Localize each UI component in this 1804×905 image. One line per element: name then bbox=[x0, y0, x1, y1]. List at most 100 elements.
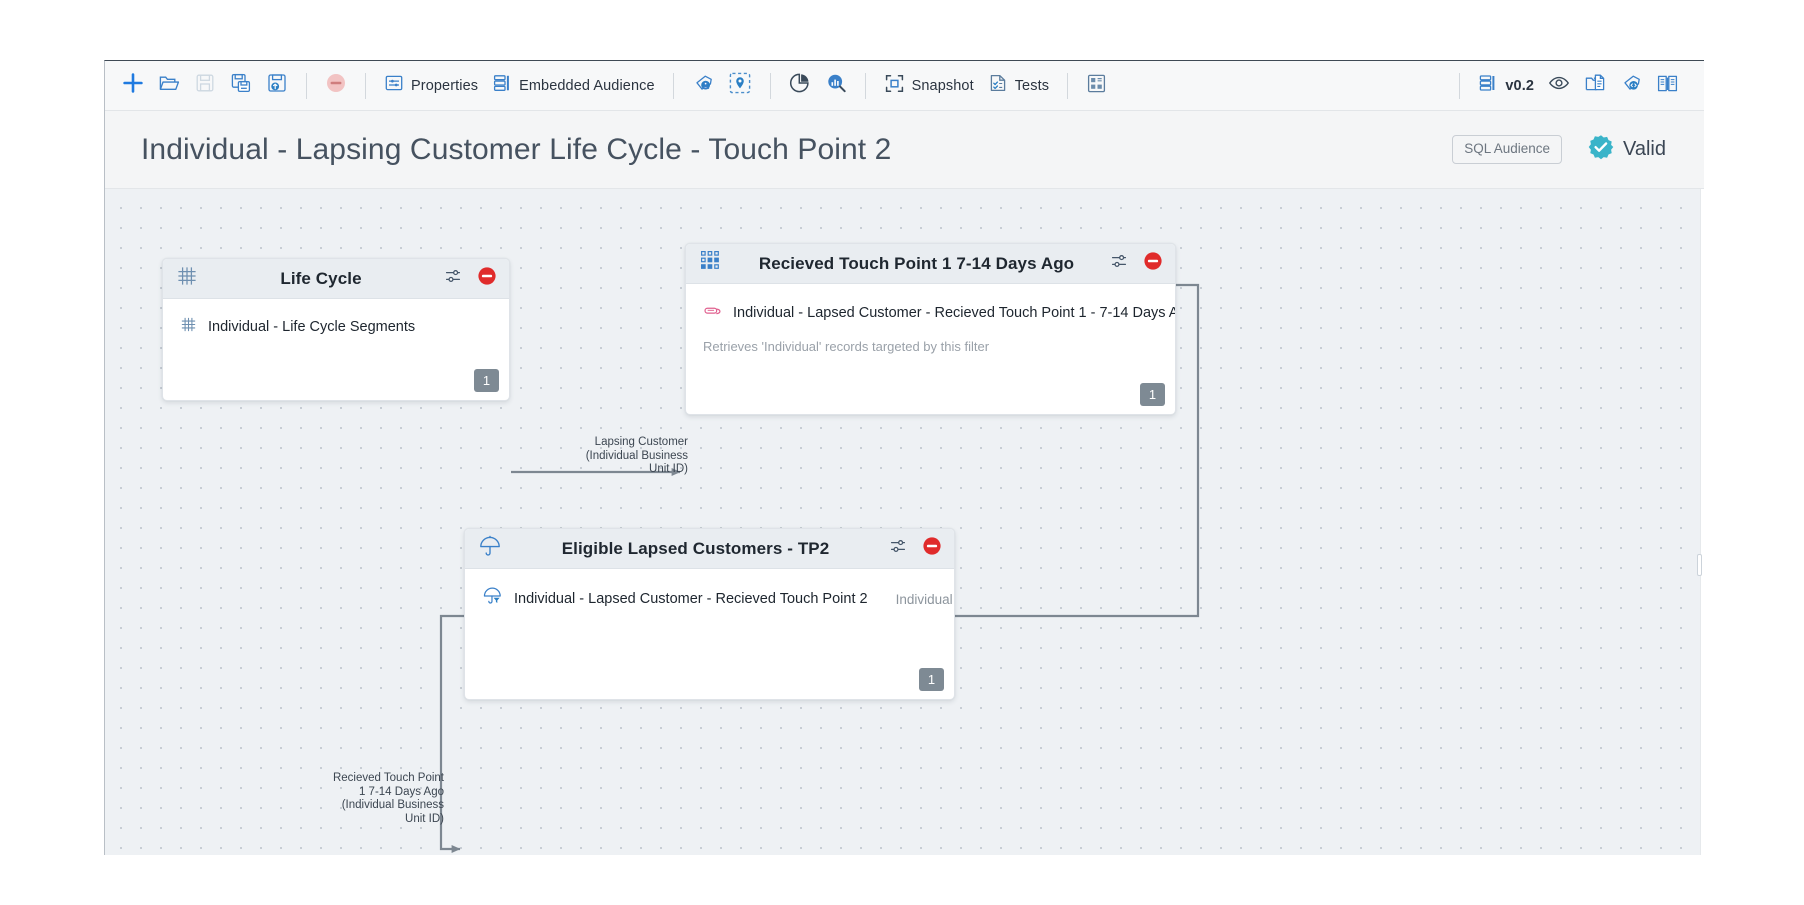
node-count-badge[interactable]: 1 bbox=[474, 369, 499, 392]
snapshot-label: Snapshot bbox=[911, 77, 974, 94]
node-row[interactable]: Individual - Lapsed Customer - Recieved … bbox=[703, 301, 1175, 325]
node-header-actions bbox=[889, 536, 942, 561]
tag-person-icon bbox=[692, 72, 714, 99]
node-recieved-touch-point-1[interactable]: Recieved Touch Point 1 7-14 Days Ago bbox=[685, 243, 1176, 415]
embedded-audience-icon bbox=[492, 73, 512, 98]
version-label: v0.2 bbox=[1505, 77, 1534, 94]
toolbar-divider bbox=[864, 72, 866, 99]
node-header-actions bbox=[1110, 251, 1163, 276]
new-button[interactable] bbox=[115, 69, 151, 103]
remove-node-icon[interactable] bbox=[922, 536, 942, 561]
embedded-audience-button[interactable]: Embedded Audience bbox=[485, 69, 662, 103]
settings-sliders-icon[interactable] bbox=[889, 536, 909, 561]
save-button[interactable] bbox=[187, 69, 223, 103]
node-count-badge[interactable]: 1 bbox=[919, 668, 944, 691]
settings-sliders-icon[interactable] bbox=[1110, 251, 1130, 276]
umbrella-icon bbox=[478, 534, 502, 563]
node-life-cycle[interactable]: Life Cycle bbox=[162, 258, 510, 401]
toolbar-divider bbox=[365, 72, 366, 99]
pin-location-button[interactable] bbox=[721, 69, 759, 103]
toolbar-grid-group bbox=[1079, 69, 1114, 103]
toolbar-meta-group: Properties Embedded Audience bbox=[377, 69, 662, 103]
toolbar-divider bbox=[1067, 72, 1069, 99]
eye-icon bbox=[1548, 72, 1570, 99]
remove-node-icon[interactable] bbox=[1143, 251, 1163, 276]
folder-document-icon bbox=[1584, 72, 1606, 99]
node-title: Eligible Lapsed Customers - TP2 bbox=[561, 538, 830, 558]
node-count-badge[interactable]: 1 bbox=[1140, 383, 1165, 406]
database-stack-icon bbox=[1478, 73, 1498, 98]
save-secure-icon bbox=[266, 72, 288, 99]
node-header[interactable]: Recieved Touch Point 1 7-14 Days Ago bbox=[686, 244, 1175, 284]
grid-view-button[interactable] bbox=[1079, 69, 1114, 103]
tag-audience-button[interactable] bbox=[685, 69, 721, 103]
tests-checklist-icon bbox=[988, 73, 1008, 98]
status-label: Valid bbox=[1623, 138, 1666, 160]
analyse-button[interactable] bbox=[818, 69, 854, 103]
grid-panels-icon bbox=[1086, 73, 1107, 99]
toolbar-divider bbox=[672, 72, 674, 99]
umbrella-filter-icon bbox=[482, 586, 503, 612]
toolbar-output-group: Snapshot Tests bbox=[877, 69, 1056, 103]
right-panel-edge bbox=[1700, 189, 1704, 855]
properties-label: Properties bbox=[411, 77, 479, 94]
flow-canvas[interactable]: Lapsing Customer (Individual Business Un… bbox=[105, 189, 1704, 855]
node-row-secondary-label: Individual - Lapsed... bbox=[895, 591, 954, 607]
properties-button[interactable]: Properties bbox=[377, 69, 485, 103]
node-row-label: Individual - Lapsed Customer - Recieved … bbox=[514, 591, 868, 607]
save-as-button[interactable] bbox=[223, 69, 259, 103]
node-title: Recieved Touch Point 1 7-14 Days Ago bbox=[758, 253, 1075, 273]
toolbar-analysis-group bbox=[782, 69, 854, 103]
copy-to-folder-button[interactable] bbox=[1577, 69, 1613, 103]
toolbar-delete-group bbox=[318, 69, 354, 103]
open-folder-icon bbox=[158, 72, 180, 99]
node-header[interactable]: Eligible Lapsed Customers - TP2 bbox=[465, 529, 954, 569]
audience-designer-window: Properties Embedded Audience bbox=[104, 60, 1704, 855]
save-secure-button[interactable] bbox=[259, 69, 295, 103]
toolbar-target-group bbox=[685, 69, 759, 103]
panel-collapse-handle[interactable] bbox=[1697, 554, 1702, 576]
node-eligible-lapsed-customers[interactable]: Eligible Lapsed Customers - TP2 bbox=[464, 528, 955, 700]
audience-type-badge[interactable]: SQL Audience bbox=[1452, 135, 1562, 164]
remove-node-icon[interactable] bbox=[477, 266, 497, 291]
toolbar-divider bbox=[1459, 72, 1461, 99]
snapshot-button[interactable]: Snapshot bbox=[877, 69, 981, 103]
chart-search-icon bbox=[825, 72, 847, 99]
node-row-label: Individual - Lapsed Customer - Recieved … bbox=[733, 305, 1176, 321]
snapshot-icon bbox=[884, 73, 905, 99]
grid-table-icon bbox=[176, 265, 198, 292]
toolbar-version-group: v0.2 bbox=[1471, 69, 1686, 103]
tests-button[interactable]: Tests bbox=[981, 69, 1056, 103]
plus-icon bbox=[122, 72, 144, 99]
open-button[interactable] bbox=[151, 69, 187, 103]
node-subtext: Retrieves 'Individual' records targeted … bbox=[703, 339, 990, 354]
tag-code-icon bbox=[1620, 72, 1642, 99]
pie-chart-button[interactable] bbox=[782, 69, 818, 103]
version-button[interactable]: v0.2 bbox=[1471, 69, 1541, 103]
node-row[interactable]: Individual - Lapsed Customer - Recieved … bbox=[482, 586, 954, 612]
save-disk-icon bbox=[194, 72, 216, 99]
book-open-icon bbox=[1656, 72, 1679, 100]
remove-circle-icon bbox=[325, 72, 347, 99]
grid-table-icon bbox=[180, 316, 197, 338]
header-status-group: SQL Audience Valid bbox=[1452, 134, 1666, 165]
node-header[interactable]: Life Cycle bbox=[163, 259, 509, 299]
save-as-icon bbox=[230, 72, 252, 99]
node-body: Individual - Lapsed Customer - Recieved … bbox=[465, 569, 954, 699]
toolbar-divider bbox=[769, 72, 771, 99]
tag-code-button[interactable] bbox=[1613, 69, 1649, 103]
documentation-button[interactable] bbox=[1649, 69, 1686, 103]
settings-sliders-icon[interactable] bbox=[444, 266, 464, 291]
node-header-actions bbox=[444, 266, 497, 291]
toolbar-file-group bbox=[115, 69, 295, 103]
main-toolbar: Properties Embedded Audience bbox=[105, 61, 1704, 111]
delete-button[interactable] bbox=[318, 69, 354, 103]
pin-location-icon bbox=[728, 71, 752, 100]
node-body: Individual - Lapsed Customer - Recieved … bbox=[686, 284, 1175, 414]
status-badge: Valid bbox=[1588, 134, 1666, 165]
node-row[interactable]: Individual - Life Cycle Segments bbox=[180, 316, 493, 338]
preview-button[interactable] bbox=[1541, 69, 1577, 103]
properties-icon bbox=[384, 73, 404, 98]
node-title: Life Cycle bbox=[280, 268, 362, 288]
toolbar-divider bbox=[306, 72, 307, 99]
